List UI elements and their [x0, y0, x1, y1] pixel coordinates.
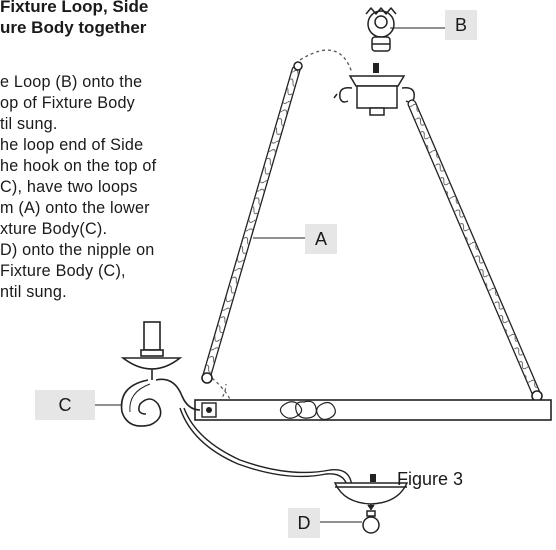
side-arm-a-left [201, 61, 303, 384]
step-line: ntil sung. [0, 283, 67, 301]
callout-label-c: C [35, 390, 95, 420]
cord [179, 407, 353, 491]
step-line: m (A) onto the lower [0, 199, 150, 217]
step-line: Fixture Body (C), [0, 262, 126, 280]
fixture-loop-b [365, 7, 397, 52]
heading-line-1: Fixture Loop, Side [0, 0, 149, 16]
side-arm-right [407, 99, 543, 402]
step-line: e Loop (B) onto the [0, 73, 143, 91]
fixture-body-bar [194, 399, 552, 421]
callout-label-a: A [305, 224, 337, 254]
step-line: til sung. [0, 115, 58, 133]
step-line: he loop end of Side [0, 136, 144, 154]
step-line: he hook on the top of [0, 157, 157, 175]
step-line: D) onto the nipple on [0, 241, 155, 259]
top-hub [333, 63, 415, 116]
step-line: C), have two loops [0, 178, 138, 196]
loop-connection-dashed [299, 49, 353, 74]
step-line: xture Body(C). [0, 220, 108, 238]
step-line: op of Fixture Body [0, 94, 135, 112]
instruction-heading: Fixture Loop, Side ure Body together [0, 0, 148, 38]
heading-line-2: ure Body together [0, 18, 147, 37]
canopy-d [333, 474, 409, 534]
candle-arm-c [120, 321, 201, 427]
callout-label-b: B [445, 10, 477, 40]
instruction-steps: e Loop (B) onto the op of Fixture Body t… [0, 72, 156, 303]
figure-caption: Figure 3 [397, 469, 464, 489]
callout-label-d: D [288, 508, 320, 538]
